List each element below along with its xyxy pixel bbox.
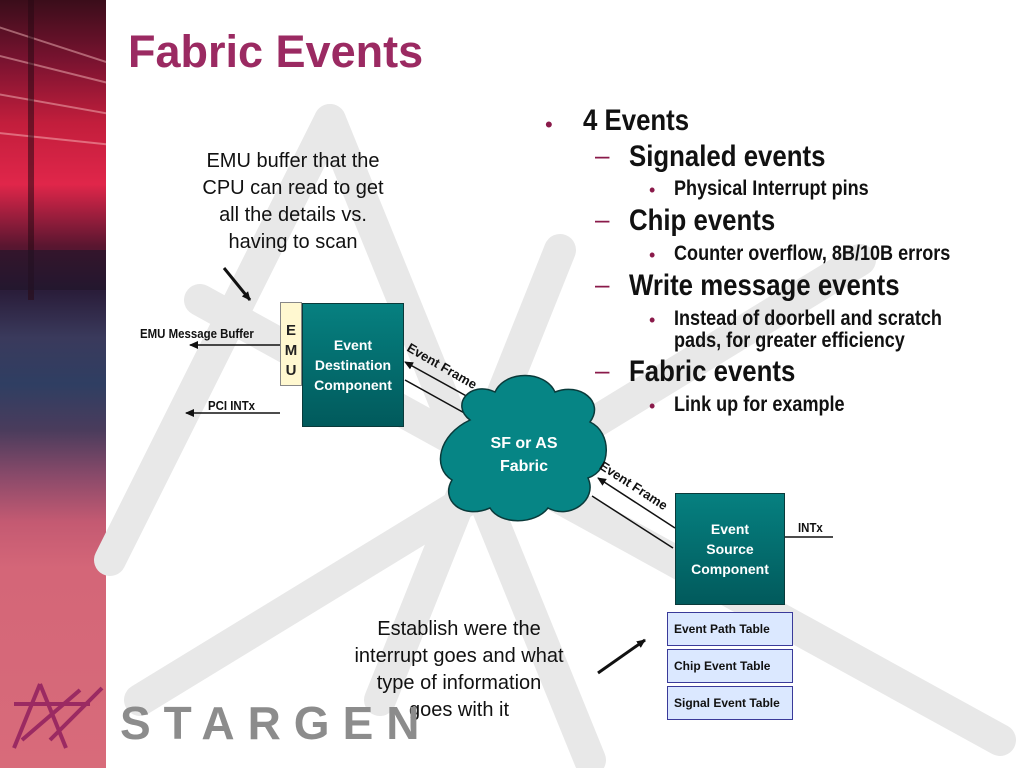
emu-letter: U — [285, 362, 297, 379]
bullet-item: Instead of doorbell and scratch — [674, 307, 942, 330]
note-line: type of information — [376, 672, 542, 694]
stargen-logo-mark — [12, 683, 104, 749]
note-line: EMU buffer that the — [206, 150, 380, 172]
event-frame-arrow — [597, 477, 676, 529]
fabric-cloud — [439, 374, 607, 522]
note-arrow — [222, 267, 252, 301]
dash-marker: – — [595, 269, 610, 299]
bridge-photo-strip — [0, 0, 106, 768]
dash-marker: – — [595, 355, 610, 385]
emu-block: E M U — [280, 302, 302, 386]
signal-event-table: Signal Event Table — [667, 686, 793, 720]
box-line: Event — [710, 521, 750, 537]
emu-buffer-note: EMU buffer that the CPU can read to get … — [175, 148, 411, 256]
intx-label: INTx — [798, 520, 823, 535]
note-line: CPU can read to get — [202, 177, 384, 199]
pci-intx-label: PCI INTx — [208, 398, 256, 413]
bullet-item: Physical Interrupt pins — [674, 177, 869, 200]
stargen-wordmark: STARGEN — [120, 697, 433, 749]
bullet-item: Chip events — [629, 204, 776, 237]
event-frame-line — [591, 495, 674, 549]
bullet-item: pads, for greater efficiency — [674, 329, 905, 352]
bullet-item: Write message events — [629, 269, 900, 302]
event-path-table: Event Path Table — [667, 612, 793, 646]
bullet-marker: • — [649, 245, 656, 265]
note-line: having to scan — [228, 231, 358, 253]
bullet-marker: • — [545, 112, 553, 137]
box-line: Destination — [314, 357, 392, 373]
dash-marker: – — [595, 140, 610, 170]
bullet-item: Counter overflow, 8B/10B errors — [674, 242, 951, 265]
note-line: all the details vs. — [219, 204, 367, 226]
note-line: goes with it — [408, 699, 510, 721]
note-line: interrupt goes and what — [354, 645, 564, 667]
bullet-marker: • — [649, 310, 656, 330]
emu-letter: E — [285, 322, 296, 339]
establish-note: Establish were the interrupt goes and wh… — [334, 616, 584, 724]
note-arrow — [597, 638, 646, 675]
bullet-marker: • — [649, 396, 656, 416]
fabric-label: SF or AS Fabric — [470, 432, 578, 478]
emu-letter: M — [284, 342, 298, 359]
bullet-item: Signaled events — [629, 140, 826, 173]
fabric-line: SF or AS — [490, 435, 558, 452]
event-frame-arrow — [404, 361, 471, 399]
bullet-item: 4 Events — [583, 104, 690, 137]
dash-marker: – — [595, 204, 610, 234]
slide-title: Fabric Events — [128, 26, 424, 77]
fabric-line: Fabric — [499, 458, 548, 475]
box-line: Source — [706, 541, 754, 557]
bullet-item: Fabric events — [629, 355, 796, 388]
box-line: Component — [691, 561, 769, 577]
event-source-component: Event Source Component — [675, 493, 785, 605]
bullet-marker: • — [649, 180, 656, 200]
emu-message-buffer-label: EMU Message Buffer — [140, 326, 254, 341]
bullet-item: Link up for example — [674, 393, 845, 416]
event-frame-line — [404, 379, 469, 416]
box-line: Component — [314, 377, 392, 393]
event-destination-component: Event Destination Component — [302, 303, 404, 427]
chip-event-table: Chip Event Table — [667, 649, 793, 683]
note-line: Establish were the — [377, 618, 541, 640]
box-line: Event — [333, 337, 373, 353]
